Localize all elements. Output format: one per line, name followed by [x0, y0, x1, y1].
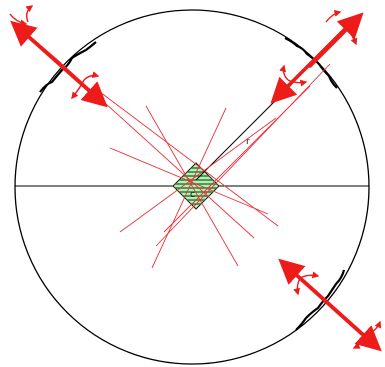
arrow-upper-left-out [14, 24, 60, 64]
center-label: c [190, 190, 195, 200]
rim-wave-upper-left [40, 42, 96, 92]
arrow-upper-right-out [310, 16, 360, 66]
